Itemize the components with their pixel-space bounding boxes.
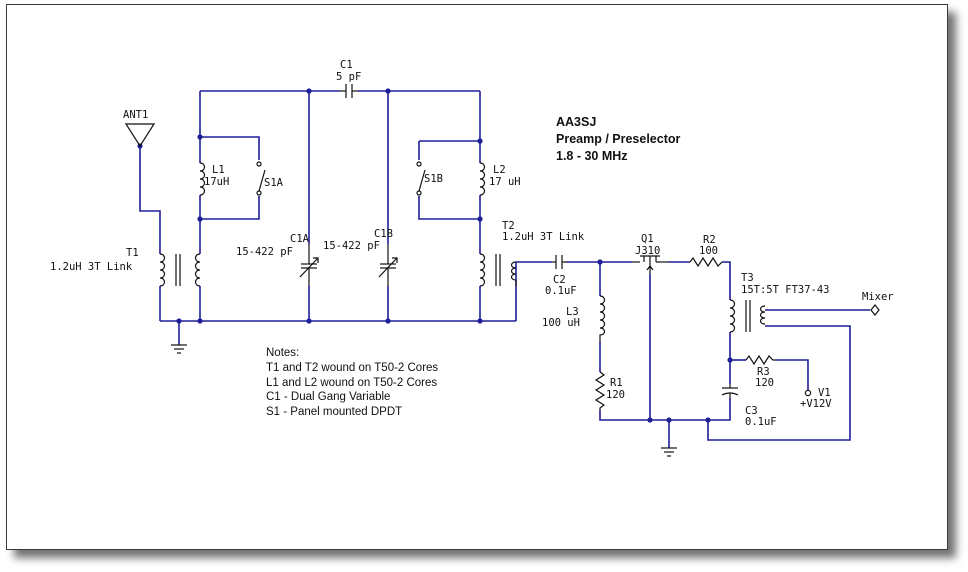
title-callsign: AA3SJ <box>556 115 596 129</box>
l1-ref: L1 <box>212 164 225 176</box>
c1b-value: 15-422 pF <box>323 240 380 252</box>
title-block: AA3SJ Preamp / Preselector 1.8 - 30 MHz <box>556 115 681 163</box>
q1-value: J310 <box>635 245 660 257</box>
t1-ref: T1 <box>126 247 139 259</box>
capacitor-c1-icon <box>340 84 358 98</box>
t2-value: 1.2uH 3T Link <box>502 231 585 243</box>
r1-value: 120 <box>606 389 625 401</box>
jfet-q1-icon <box>632 255 668 274</box>
t1-value: 1.2uH 3T Link <box>50 261 133 273</box>
c2-value: 0.1uF <box>545 285 577 297</box>
t2-ref: T2 <box>502 220 515 232</box>
notes-line: C1 - Dual Gang Variable <box>266 391 390 403</box>
inductor-l2-icon <box>472 162 488 196</box>
capacitor-c3-icon <box>721 384 739 398</box>
t3-value: 15T:5T FT37-43 <box>741 284 830 296</box>
l3-ref: L3 <box>566 306 579 318</box>
transformer-t3-icon <box>729 299 766 333</box>
wires <box>139 90 870 448</box>
v1-ref: V1 <box>818 387 831 399</box>
l1-value: 17uH <box>204 176 229 188</box>
inductor-l3-icon <box>599 295 606 342</box>
capacitor-c2-icon <box>552 255 566 269</box>
switch-s1a-icon <box>252 160 266 196</box>
v1-value: +V12V <box>800 398 832 410</box>
supply-terminal-v1-icon <box>804 389 812 397</box>
title-range: 1.8 - 30 MHz <box>556 149 628 163</box>
antenna-icon <box>124 123 156 148</box>
s1a-ref: S1A <box>264 177 284 189</box>
c1a-value: 15-422 pF <box>236 246 293 258</box>
c1b-ref: C1B <box>374 228 393 240</box>
transformer-t2-icon <box>479 253 517 287</box>
resistor-r2-icon <box>689 256 723 268</box>
mixer-terminal-icon <box>870 304 880 316</box>
mixer-label: Mixer <box>862 291 894 303</box>
c2-ref: C2 <box>553 274 566 286</box>
resistor-r3-icon <box>745 354 776 366</box>
notes-line: S1 - Panel mounted DPDT <box>266 406 402 418</box>
notes-line: T1 and T2 wound on T50-2 Cores <box>266 362 438 374</box>
ground-icon <box>171 344 187 354</box>
r3-value: 120 <box>755 377 774 389</box>
variable-capacitor-c1a-icon <box>299 244 319 286</box>
r2-ref: R2 <box>703 234 716 246</box>
t3-ref: T3 <box>741 272 754 284</box>
c1a-ref: C1A <box>290 233 310 245</box>
s1b-ref: S1B <box>424 173 443 185</box>
c1-ref: C1 <box>340 59 353 71</box>
c3-value: 0.1uF <box>745 416 777 428</box>
ground-icon <box>661 447 677 457</box>
l2-value: 17 uH <box>489 176 521 188</box>
junction-dots <box>137 88 733 423</box>
r1-ref: R1 <box>610 377 623 389</box>
c1-value: 5 pF <box>336 71 361 83</box>
component-labels: ANT1 T1 1.2uH 3T Link L1 17uH S1A C1 5 p… <box>50 59 894 428</box>
c3-ref: C3 <box>745 405 758 417</box>
notes-line: L1 and L2 wound on T50-2 Cores <box>266 377 437 389</box>
q1-ref: Q1 <box>641 233 654 245</box>
inductor-l1-icon <box>192 162 208 196</box>
l2-ref: L2 <box>493 164 506 176</box>
l3-value: 100 uH <box>542 317 580 329</box>
ant1-ref: ANT1 <box>123 109 148 121</box>
transformer-t1-icon <box>159 253 201 287</box>
title-name: Preamp / Preselector <box>556 132 681 146</box>
notes-block: Notes: T1 and T2 wound on T50-2 Cores L1… <box>266 347 438 418</box>
switch-s1b-icon <box>412 160 426 196</box>
notes-heading: Notes: <box>266 347 299 359</box>
r2-value: 100 <box>699 245 718 257</box>
resistor-r1-icon <box>594 371 606 410</box>
r3-ref: R3 <box>757 366 770 378</box>
variable-capacitor-c1b-icon <box>378 244 398 286</box>
